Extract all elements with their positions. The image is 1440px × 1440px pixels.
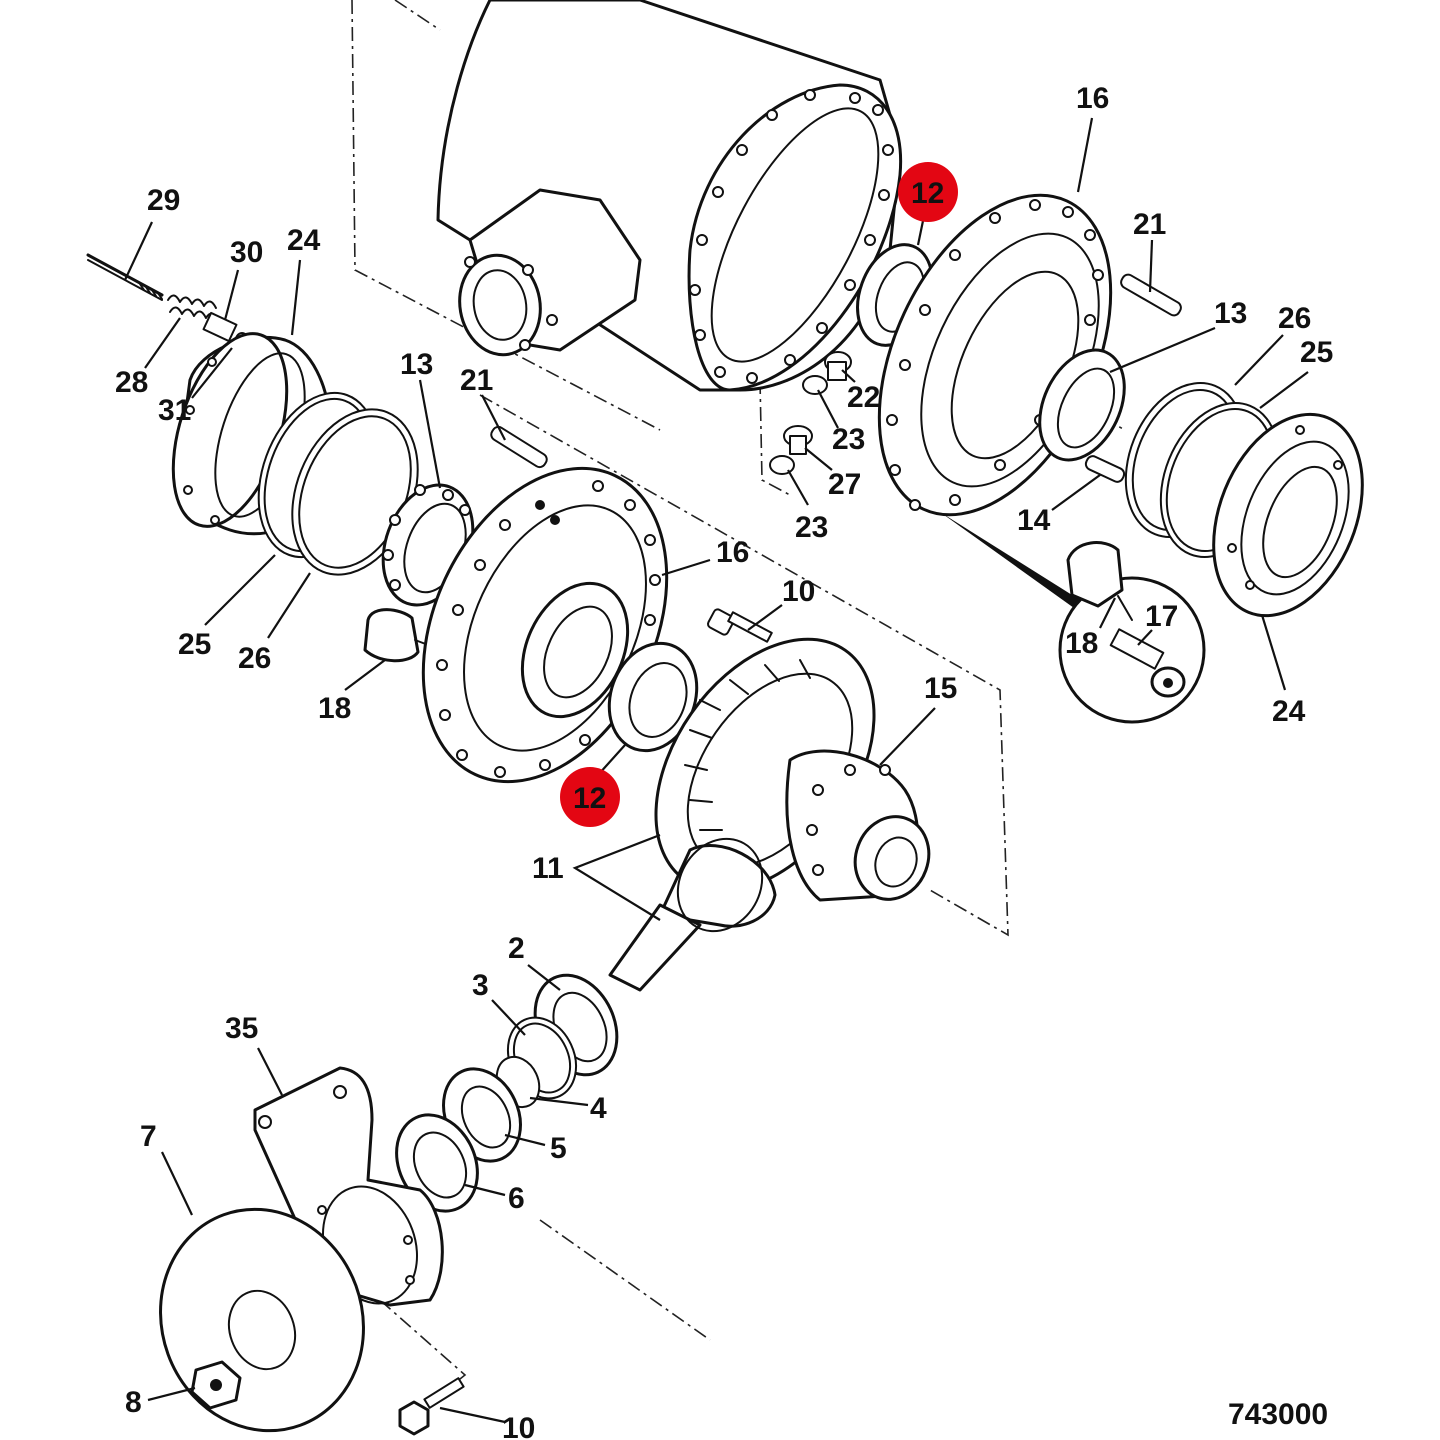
callout-21-right[interactable]: 21 <box>1133 208 1166 241</box>
part-8-flange-nut <box>190 1360 242 1410</box>
callout-15[interactable]: 15 <box>924 672 957 705</box>
callout-6[interactable]: 6 <box>508 1182 525 1215</box>
part-24-end-flange-right <box>1212 412 1364 618</box>
part-21-dowel-pin-right <box>1120 273 1182 317</box>
callout-14[interactable]: 14 <box>1017 504 1051 537</box>
part-10-bolt-upper <box>707 608 773 643</box>
callout-26-right[interactable]: 26 <box>1278 302 1311 335</box>
callout-2[interactable]: 2 <box>508 932 525 965</box>
callout-13-right[interactable]: 13 <box>1214 297 1247 330</box>
callout-12-lower[interactable]: 12 <box>573 782 606 815</box>
callout-12-upper[interactable]: 12 <box>911 177 944 210</box>
part-22-bolt <box>824 351 852 381</box>
highlight-marker-12-upper[interactable] <box>898 162 958 222</box>
callout-16[interactable]: 16 <box>716 536 749 569</box>
callout-10[interactable]: 10 <box>782 575 815 608</box>
callout-30[interactable]: 30 <box>230 236 263 269</box>
callout-29[interactable]: 29 <box>147 184 180 217</box>
callout-18[interactable]: 18 <box>318 692 351 725</box>
callout-7[interactable]: 7 <box>140 1120 157 1153</box>
callout-3[interactable]: 3 <box>472 969 489 1002</box>
callout-13[interactable]: 13 <box>400 348 433 381</box>
callout-16-right[interactable]: 16 <box>1076 82 1109 115</box>
axle-housing <box>436 0 903 392</box>
callout-26[interactable]: 26 <box>238 642 271 675</box>
callout-35[interactable]: 35 <box>225 1012 258 1045</box>
callout-27[interactable]: 27 <box>828 468 861 501</box>
part-14-dowel-pin <box>1084 455 1126 483</box>
highlight-marker-12-lower[interactable] <box>560 767 620 827</box>
detail-inset-sealant-bolt <box>940 512 1206 724</box>
callout-28[interactable]: 28 <box>115 366 148 399</box>
leader-lines <box>124 117 1309 1424</box>
callout-10-lower[interactable]: 10 <box>502 1412 535 1440</box>
part-10-bolt-lower <box>398 1377 465 1436</box>
callout-25-right[interactable]: 25 <box>1300 336 1333 369</box>
part-6-oil-seal <box>395 1113 479 1213</box>
housing-bolt-holes <box>689 89 894 384</box>
callout-8[interactable]: 8 <box>125 1386 142 1419</box>
figure-number: 743000 <box>1228 1398 1328 1431</box>
callout-22[interactable]: 22 <box>847 381 880 414</box>
part-30-pin <box>202 311 238 343</box>
part-21-dowel-pin-left <box>490 425 548 469</box>
part-23-washer-upper <box>802 375 828 395</box>
callout-23-lower[interactable]: 23 <box>795 511 828 544</box>
part-15-differential-crown-wheel <box>654 637 931 902</box>
callout-25[interactable]: 25 <box>178 628 211 661</box>
callout-17[interactable]: 17 <box>1145 600 1178 633</box>
callout-24-right[interactable]: 24 <box>1272 695 1306 728</box>
callout-31[interactable]: 31 <box>158 394 191 427</box>
callout-labels: 29 30 24 28 31 13 21 25 26 18 16 10 12 1… <box>115 82 1333 1440</box>
part-27-bolt <box>783 425 813 455</box>
callout-24[interactable]: 24 <box>287 224 321 257</box>
callout-21[interactable]: 21 <box>460 364 493 397</box>
callout-4[interactable]: 4 <box>590 1092 607 1125</box>
part-16-carrier-housing-left <box>421 466 669 784</box>
callout-5[interactable]: 5 <box>550 1132 567 1165</box>
part-23-washer-lower <box>769 455 795 475</box>
callout-23-upper[interactable]: 23 <box>832 423 865 456</box>
callout-18-right[interactable]: 18 <box>1065 627 1098 660</box>
part-11-pinion-shaft <box>608 837 777 992</box>
part-13-adjusting-nut-right <box>1038 348 1126 462</box>
callout-11[interactable]: 11 <box>532 852 564 885</box>
